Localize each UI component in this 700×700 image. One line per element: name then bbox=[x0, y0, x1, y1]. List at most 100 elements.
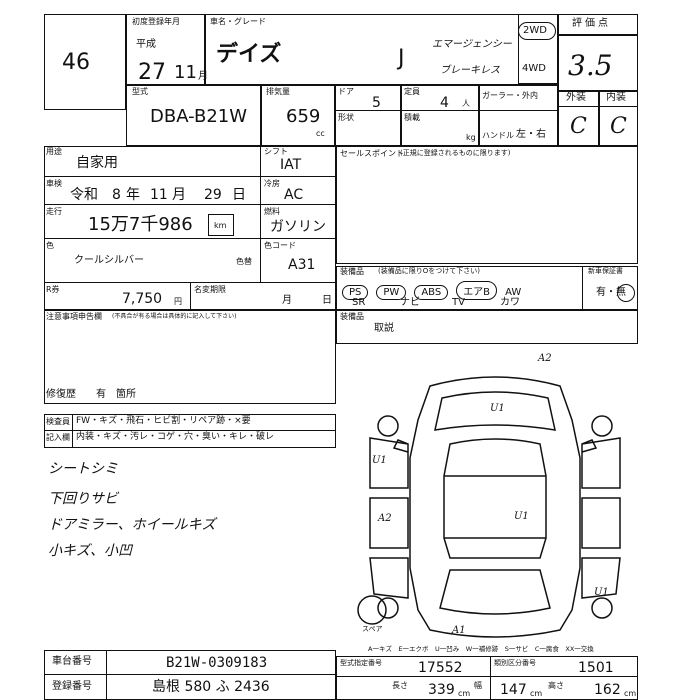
reg-year: 27 bbox=[138, 60, 166, 85]
accessories-box bbox=[336, 310, 638, 344]
doors-label: ドア bbox=[338, 87, 354, 96]
top-header-fragment: ━ ━ ━ ━ ━ ━ ━ ━ ━ ━ ━ ━ ━ ━ ━ ━ ━ ━ bbox=[30, 0, 510, 10]
recycle-label: R券 bbox=[46, 285, 60, 294]
mileage-label: 走行 bbox=[46, 207, 62, 216]
recycle-value: 7,750 bbox=[122, 291, 163, 307]
drive-2wd-circle bbox=[518, 22, 556, 40]
interior-checks: 内装・キズ・汚レ・コゲ・穴・臭い・キレ・破レ bbox=[76, 432, 275, 442]
height-unit: cm bbox=[624, 689, 637, 698]
color-code-label: 色コード bbox=[264, 241, 296, 250]
use-value: 自家用 bbox=[76, 155, 118, 171]
manual-selected-circle bbox=[617, 284, 635, 302]
report-label: 記入欄 bbox=[46, 433, 70, 442]
width-value: 147 bbox=[500, 682, 527, 698]
equip-tv: TV bbox=[452, 297, 465, 308]
chassis-value: B21W-0309183 bbox=[166, 655, 268, 671]
grade: J bbox=[398, 46, 405, 71]
length-unit: cm bbox=[458, 689, 471, 698]
plate-value: 島根 580 ふ 2436 bbox=[152, 679, 270, 695]
first-reg-label: 初度登録年月 bbox=[132, 17, 180, 26]
transfer-day: 日 bbox=[322, 295, 332, 306]
width-unit: cm bbox=[530, 689, 543, 698]
shift-label: シフト bbox=[264, 147, 288, 156]
reg-month: 11 bbox=[174, 62, 197, 83]
equip-leather: カワ bbox=[500, 297, 520, 308]
notes-label: 注意事項申告欄 bbox=[46, 312, 102, 321]
ac-value: AC bbox=[284, 187, 304, 203]
sales-point-sub: (正規に登録されるものに限ります) bbox=[400, 149, 511, 157]
equipment-label: 装備品 bbox=[340, 267, 364, 276]
model-label: 型式 bbox=[132, 87, 148, 96]
color-label: 色 bbox=[46, 241, 54, 250]
equip-pw: PW bbox=[376, 285, 407, 300]
width-label: 幅 bbox=[474, 681, 482, 690]
sales-point-box bbox=[336, 146, 638, 264]
inspection-day-unit: 日 bbox=[232, 187, 246, 203]
category-label: 類別区分番号 bbox=[494, 659, 536, 667]
inspection-year-unit: 年 bbox=[126, 187, 140, 203]
handwritten-note-4: 小キズ、小凹 bbox=[48, 543, 132, 559]
score-label: 評価点 bbox=[572, 18, 611, 29]
accessories-label: 装備品 bbox=[340, 312, 364, 321]
color-change-label: 色替 bbox=[236, 257, 252, 266]
transfer-month: 月 bbox=[282, 295, 292, 306]
equip-aw: AW bbox=[505, 287, 522, 298]
height-value: 162 bbox=[594, 682, 621, 698]
diagram-mark-2: U1 bbox=[490, 403, 505, 414]
diagram-mark-7: U1 bbox=[594, 587, 609, 598]
repair-value: 有 bbox=[96, 389, 106, 400]
equip-sr: SR bbox=[352, 297, 366, 308]
handwritten-note-1: シートシミ bbox=[48, 461, 118, 477]
drive-box bbox=[518, 14, 558, 84]
drive-2wd: 2WD bbox=[523, 25, 547, 36]
ac-label: 冷房 bbox=[264, 179, 280, 188]
equipment-box bbox=[336, 266, 638, 310]
seats: 4 bbox=[440, 95, 449, 111]
spare-label: スペア bbox=[362, 625, 383, 633]
era-label: 平成 bbox=[136, 39, 156, 50]
interior-label: 内装 bbox=[606, 92, 626, 103]
diagram-mark-6: A1 bbox=[452, 625, 466, 636]
manual-value: 有・無 bbox=[596, 287, 626, 298]
color-value: クールシルバー bbox=[74, 255, 144, 266]
displacement: 659 bbox=[286, 106, 321, 127]
car-name: デイズ bbox=[216, 42, 282, 67]
model-code: DBA-B21W bbox=[150, 106, 248, 127]
drive-4wd: 4WD bbox=[522, 63, 546, 74]
transfer-label: 名変期限 bbox=[194, 285, 226, 294]
color-code: A31 bbox=[288, 257, 316, 273]
inspector-label: 検査員 bbox=[46, 417, 70, 426]
diagram-mark-3: U1 bbox=[372, 455, 387, 466]
cc-unit: cc bbox=[316, 129, 325, 138]
use-label: 用途 bbox=[46, 147, 62, 156]
notes-box bbox=[44, 310, 336, 404]
fuel-label: 燃料 bbox=[264, 207, 280, 216]
notes-sub: (不具合が有る場合は具体的に記入して下さい) bbox=[112, 313, 237, 320]
handwritten-note-3: ドアミラー、ホイールキズ bbox=[48, 517, 216, 533]
kg-unit: kg bbox=[466, 133, 476, 142]
doors: 5 bbox=[372, 95, 381, 111]
sales-point-label: セールスポイント bbox=[340, 149, 404, 158]
score: 3.5 bbox=[568, 49, 613, 82]
fuel-value: ガソリン bbox=[270, 219, 326, 235]
damage-legend: A一キズ E一エクボ U一凹み W一補修跡 S一サビ C一腐食 XX一交換 bbox=[368, 645, 594, 653]
option-line1: エマージェンシー bbox=[432, 39, 512, 50]
exterior-label: 外装 bbox=[566, 92, 586, 103]
equip-ps: PS bbox=[342, 285, 369, 300]
handle-value: 左・右 bbox=[516, 129, 546, 140]
load-label: 積載 bbox=[404, 113, 420, 122]
repair-place: 箇所 bbox=[116, 389, 136, 400]
length-value: 339 bbox=[428, 682, 455, 698]
mileage-value: 15万7千986 bbox=[88, 214, 193, 235]
inspection-label: 車検 bbox=[46, 179, 62, 188]
diagram-mark-1: A2 bbox=[538, 353, 552, 364]
option-line2: ブレーキレス bbox=[440, 65, 500, 76]
car-name-label: 車名・グレード bbox=[210, 17, 266, 26]
length-label: 長さ bbox=[392, 681, 408, 690]
exterior-grade: C bbox=[570, 114, 587, 139]
inspection-day: 29 bbox=[204, 187, 222, 203]
seats-label: 定員 bbox=[404, 87, 420, 96]
manual-label: 新車保証書 bbox=[588, 267, 623, 275]
seats-unit: 人 bbox=[462, 99, 470, 108]
